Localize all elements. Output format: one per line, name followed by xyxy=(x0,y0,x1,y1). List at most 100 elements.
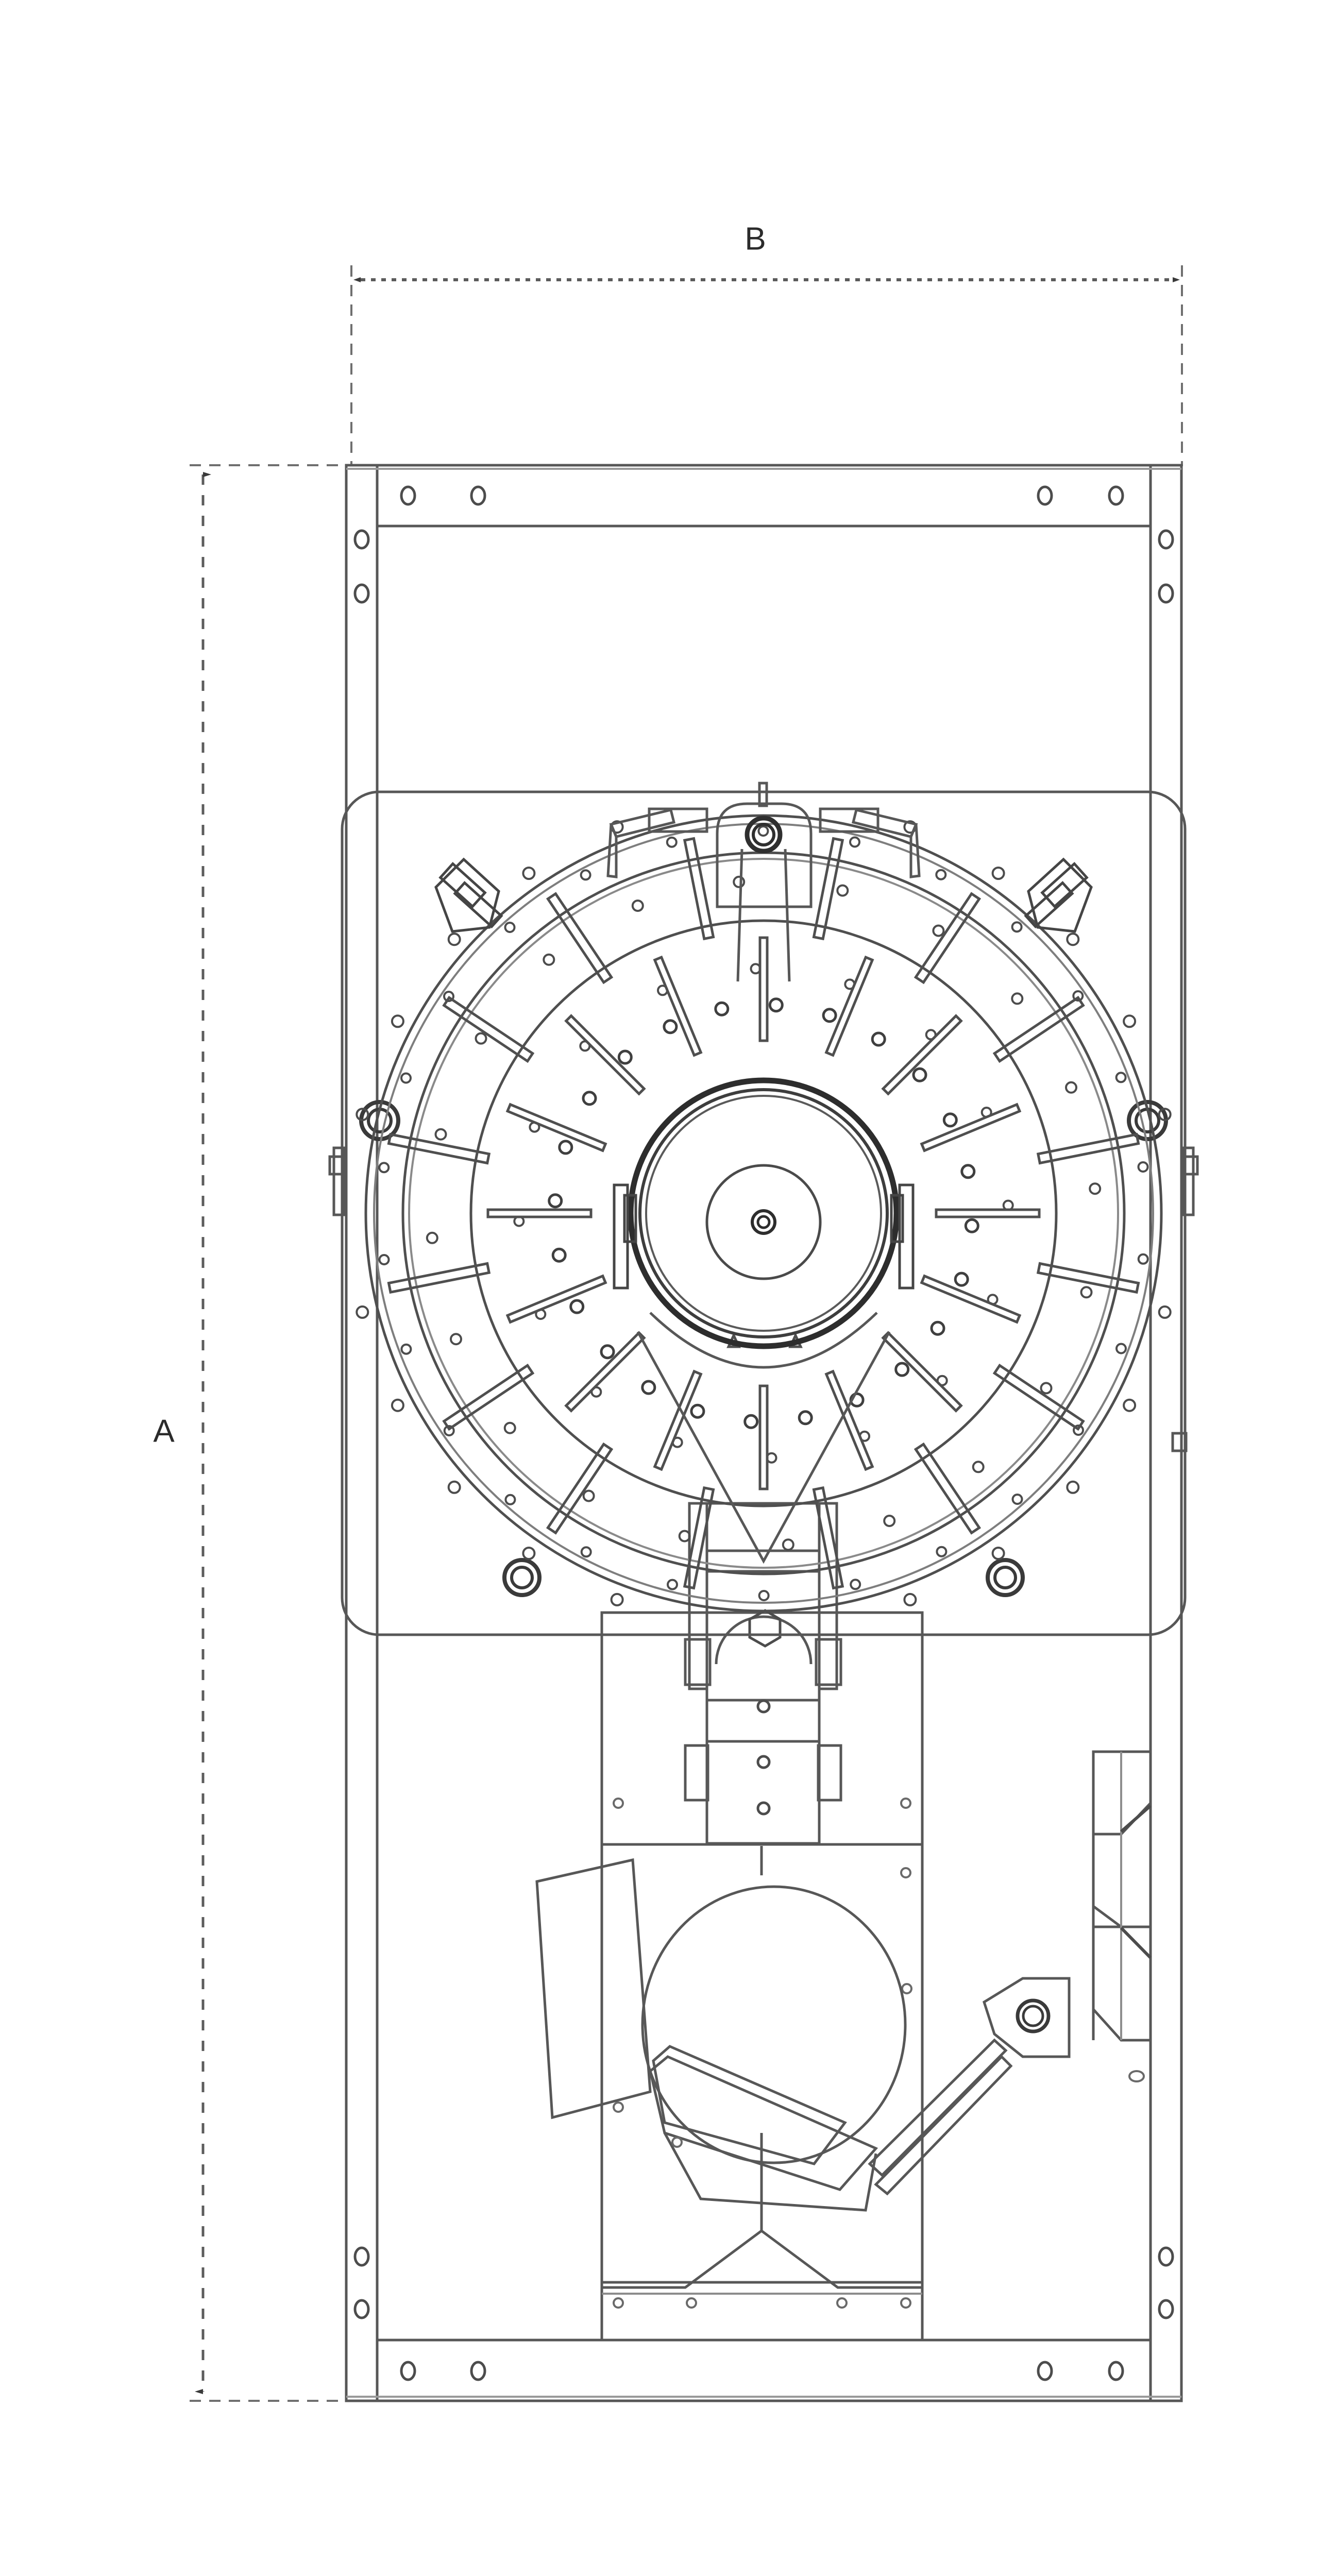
hub-bracket-right xyxy=(898,1183,915,1290)
top-bracket-eye-outer xyxy=(745,816,783,854)
clamp-left-bar2 xyxy=(453,880,503,929)
plate-bolt-hole xyxy=(935,869,947,880)
plate-bolt-hole xyxy=(1080,1286,1093,1299)
hub-bracket-left xyxy=(613,1183,629,1290)
link-hole-2 xyxy=(756,1755,771,1769)
plate-bolt-hole xyxy=(1011,921,1023,933)
plate-bolt-hole xyxy=(1073,1425,1084,1436)
hub-bolt-hole xyxy=(548,1193,563,1209)
wheel-inner-blade-1 xyxy=(758,936,769,1042)
link-lug-left-2 xyxy=(684,1744,709,1802)
top-bracket-eye-inner xyxy=(752,823,775,846)
link-lug-right-2 xyxy=(817,1744,842,1802)
plate-bolt-hole xyxy=(678,1530,691,1543)
plate-bolt-hole xyxy=(1123,1014,1137,1028)
hub-pin-outer xyxy=(751,1209,776,1235)
hub-bolt-hole xyxy=(617,1049,633,1065)
wheel-spoke-4 xyxy=(1036,1132,1140,1165)
top-bracket-rib-right xyxy=(784,849,791,982)
plate-bolt-hole xyxy=(1066,1480,1080,1494)
plate-bolt-hole xyxy=(356,1305,369,1319)
wheel-inner-blade-15 xyxy=(564,1014,646,1096)
wheel-inner-blade-5 xyxy=(935,1208,1041,1218)
plate-bolt-hole xyxy=(849,836,860,848)
hub-bracket-left-2 xyxy=(623,1194,637,1243)
pivot-boss-outer xyxy=(1016,1998,1051,2033)
plate-bolt-hole xyxy=(426,1231,438,1244)
lug-right-plate xyxy=(819,807,880,833)
tab-left-clip xyxy=(328,1155,345,1176)
wheel-spoke-3 xyxy=(992,995,1085,1063)
trough-lower xyxy=(663,2132,877,2212)
plate-bolt-hole xyxy=(733,875,746,888)
wheel-inner-blade-16 xyxy=(653,955,703,1057)
hub-bolt-hole xyxy=(954,1272,969,1287)
plate-bolt-hole xyxy=(447,933,461,946)
top-bracket-rib-left xyxy=(736,849,743,982)
plate-bolt-hole xyxy=(504,1494,516,1505)
hub-bolt-hole xyxy=(582,1091,597,1106)
tab-right xyxy=(1181,1146,1195,1216)
hub-bolt-hole xyxy=(942,1112,958,1128)
plate-bolt-hole xyxy=(1089,1182,1102,1195)
wheel-plate-bolt-pattern xyxy=(356,820,1172,1606)
top-lifting-bracket xyxy=(716,782,813,982)
wheel-plate-assembly xyxy=(328,782,1199,1636)
plate-bolt-hole xyxy=(758,1590,770,1601)
lug-left-plate xyxy=(648,807,708,833)
wheel-inner-blade-8 xyxy=(824,1369,874,1471)
hub-disc xyxy=(705,1164,822,1280)
hub-ring-outer xyxy=(628,1077,900,1349)
plate-bolt-hole xyxy=(400,1072,412,1084)
trough-upper xyxy=(652,2045,847,2165)
wheel-inner-blade-10 xyxy=(653,1369,703,1471)
tab-left xyxy=(332,1146,346,1216)
hub-bolt-hole xyxy=(558,1140,573,1155)
wheel-spoke-10 xyxy=(546,1442,614,1535)
wheel-spoke-11 xyxy=(442,1363,535,1431)
plate-bolt-hole xyxy=(378,1162,390,1174)
wheel-spokes xyxy=(387,837,1140,1590)
hub-bolt-hole xyxy=(551,1247,567,1263)
hub-bolt-hole xyxy=(768,997,784,1013)
wheel-inner-blade-2 xyxy=(824,955,874,1057)
plate-bolt-hole xyxy=(450,1333,462,1346)
hub-bolt-hole xyxy=(690,1403,705,1419)
hub-side-brackets xyxy=(613,1183,915,1290)
plate-bolt-hole xyxy=(991,1547,1005,1560)
plate-bolt-hole xyxy=(1065,1081,1077,1094)
hub-bolt-hole xyxy=(743,1414,759,1429)
hub-bolt-hole xyxy=(822,1008,837,1023)
plate-bolt-hole xyxy=(1066,933,1080,946)
plate-bolt-hole xyxy=(1011,992,1024,1005)
hub-bolt-hole xyxy=(663,1019,678,1035)
wheel-inner-blade-9 xyxy=(758,1384,769,1490)
wheel-inner-bolt-pattern xyxy=(548,997,979,1429)
plate-bolt-hole xyxy=(522,867,536,880)
clamp-upper-left xyxy=(434,857,503,933)
plate-bolt-hole xyxy=(1158,1108,1172,1122)
link-arch xyxy=(715,1615,813,1665)
plate-bolt-hole xyxy=(400,1343,412,1355)
wheel-spoke-6 xyxy=(992,1363,1085,1431)
drum-ring-outer xyxy=(364,814,1163,1613)
plate-bolt-hole xyxy=(1123,1398,1137,1412)
plate-bolt-hole xyxy=(991,867,1005,880)
plate-bolt-hole xyxy=(356,1108,369,1122)
machine-frame xyxy=(345,464,1183,2402)
plate-bolt-hole xyxy=(391,1398,404,1412)
wheel-spoke-2 xyxy=(914,892,982,985)
wheel-spoke-9 xyxy=(683,1486,715,1590)
plate-bolt-hole xyxy=(503,1421,516,1434)
right-guard-chamfer-2 xyxy=(1120,1926,1152,1959)
diagonal-arm-inner xyxy=(874,2055,1013,2196)
wheel-side-tabs xyxy=(328,1146,1199,1452)
hub-ring-inner xyxy=(645,1095,882,1332)
hub-bolt-hole xyxy=(894,1362,910,1377)
wheel-inner-blade-13 xyxy=(486,1208,593,1218)
plate-bolt-hole xyxy=(447,1480,461,1494)
plate-bolt-hole xyxy=(936,1546,948,1557)
plate-bolt-hole xyxy=(903,1592,917,1606)
